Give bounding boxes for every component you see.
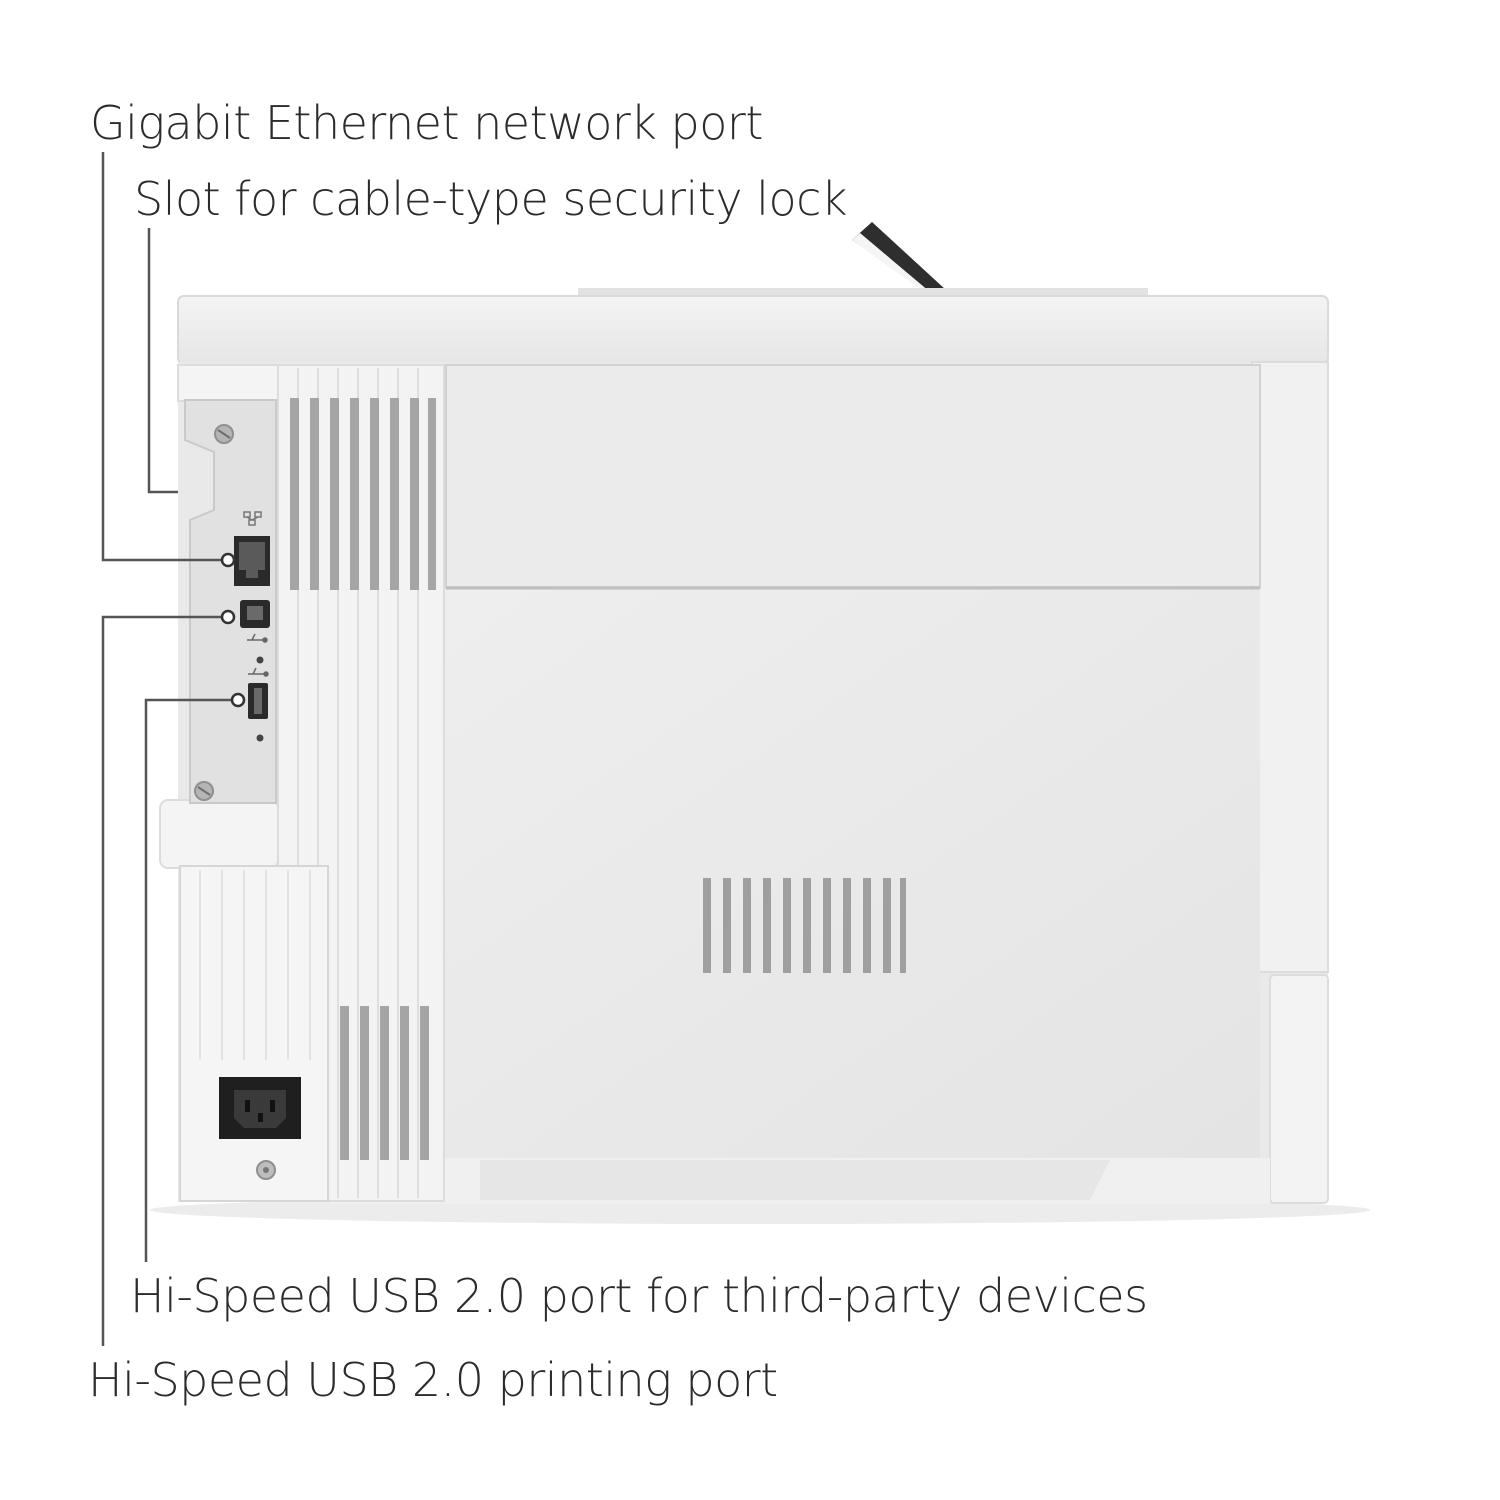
network-symbol-icon — [243, 511, 262, 526]
usb-printing-leader-line — [101, 615, 228, 1346]
security-lock-leader-line — [147, 228, 178, 494]
usb-printing-port-icon[interactable] — [240, 600, 270, 628]
power-socket-icon[interactable] — [219, 1077, 301, 1139]
rear-center-vent — [703, 878, 906, 973]
indicator-led-icon — [256, 734, 264, 742]
usb-host-port-icon[interactable] — [248, 683, 268, 719]
ethernet-callout-marker — [220, 552, 236, 568]
ground-screw-icon — [256, 1160, 276, 1180]
rear-lower-door — [438, 590, 1260, 1165]
output-tray-arm — [852, 222, 946, 292]
panel-screw-icon — [214, 424, 234, 444]
left-frame — [159, 364, 279, 869]
lower-side-vent — [340, 1006, 429, 1160]
ethernet-port-icon[interactable] — [234, 536, 270, 586]
upper-side-vent — [290, 398, 436, 590]
callout-leader-lines — [101, 152, 238, 1346]
usb-host-leader-line — [144, 698, 238, 1262]
usb-host-callout-marker — [230, 692, 246, 708]
ethernet-leader-line — [101, 152, 228, 562]
usb-symbol-icon — [248, 667, 269, 677]
power-supply-module — [179, 865, 329, 1202]
usb-symbol-icon — [247, 633, 268, 643]
printer-base — [330, 1158, 1270, 1204]
callout-markers — [220, 552, 246, 708]
callout-security-lock-label: Slot for cable-type security lock — [134, 172, 848, 226]
printer-top-lid — [177, 288, 1329, 365]
formatter-io-panel — [184, 399, 277, 804]
callout-usb-host-label: Hi-Speed USB 2.0 port for third-party de… — [130, 1269, 1148, 1323]
callout-ethernet-label: Gigabit Ethernet network port — [90, 96, 763, 150]
callout-usb-printing-label: Hi-Speed USB 2.0 printing port — [88, 1353, 778, 1407]
indicator-led-icon — [256, 656, 264, 664]
panel-screw-icon — [194, 781, 214, 801]
right-side-rail — [1251, 361, 1329, 1204]
usb-printing-callout-marker — [220, 609, 236, 625]
rear-upper-door — [445, 364, 1261, 588]
